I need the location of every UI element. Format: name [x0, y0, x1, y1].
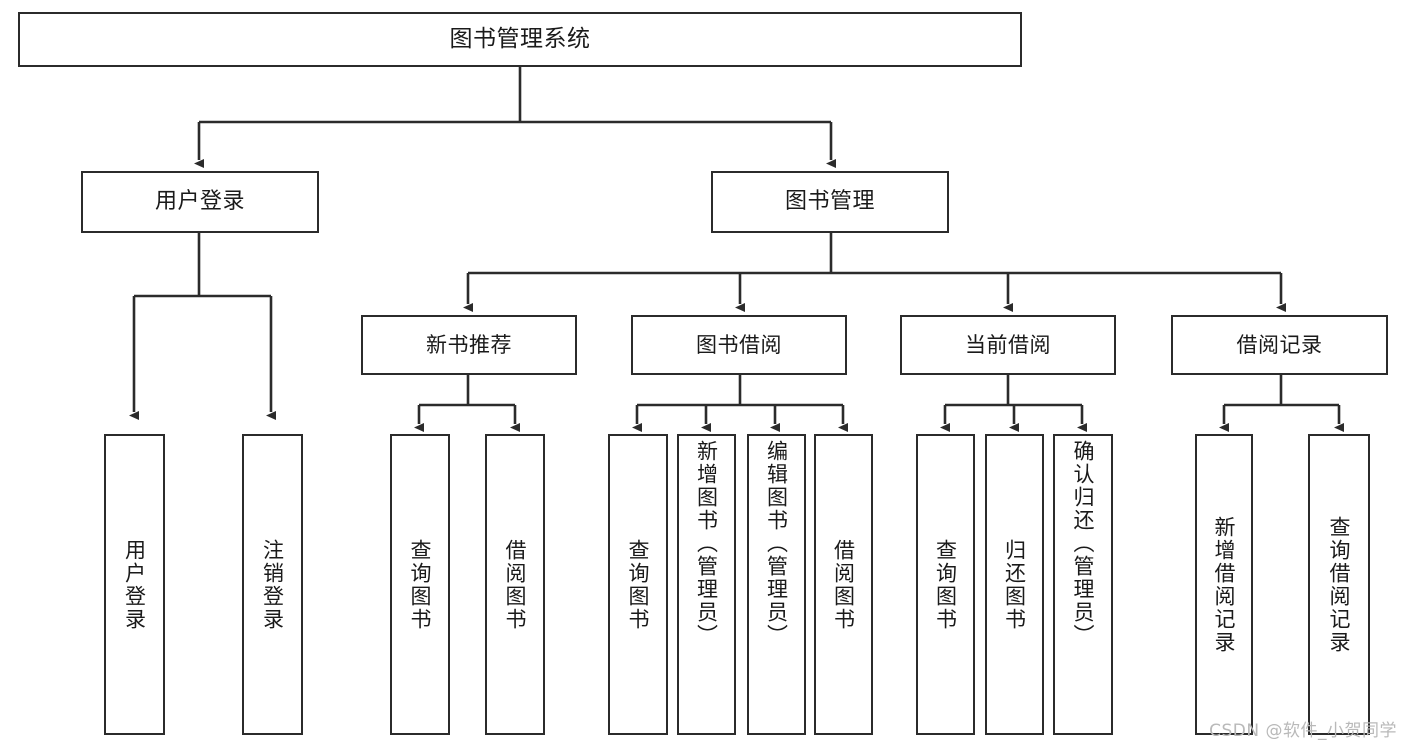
node-borrow-record-label: 借阅记录	[1236, 332, 1323, 357]
node-leaf-record-query[interactable]: 查询借阅记录	[1308, 434, 1370, 735]
node-book-borrow-label: 图书借阅	[696, 332, 782, 357]
node-leaf-record-add-label: 新增借阅记录	[1212, 515, 1237, 654]
node-leaf-new-book-borrow-label: 借阅图书	[503, 538, 528, 631]
node-new-book-recommend[interactable]: 新书推荐	[361, 315, 577, 375]
node-leaf-new-book-query-label: 查询图书	[408, 538, 433, 631]
node-leaf-new-book-borrow[interactable]: 借阅图书	[485, 434, 545, 735]
node-leaf-borrow-query-label: 查询图书	[626, 538, 651, 631]
node-leaf-borrow-add-book[interactable]: 新增图书（管理员）	[677, 434, 736, 735]
node-leaf-current-confirm-return-label: 确认归还（管理员）	[1071, 440, 1096, 647]
node-leaf-record-add[interactable]: 新增借阅记录	[1195, 434, 1253, 735]
node-new-book-recommend-label: 新书推荐	[426, 332, 512, 357]
node-root-system[interactable]: 图书管理系统	[18, 12, 1022, 67]
node-book-management-label: 图书管理	[784, 189, 875, 215]
node-leaf-current-confirm-return[interactable]: 确认归还（管理员）	[1053, 434, 1113, 735]
node-leaf-current-return[interactable]: 归还图书	[985, 434, 1044, 735]
node-leaf-borrow-edit-book[interactable]: 编辑图书（管理员）	[747, 434, 806, 735]
node-current-borrow-label: 当前借阅	[965, 332, 1051, 357]
node-leaf-borrow-edit-book-label: 编辑图书（管理员）	[764, 440, 789, 647]
node-leaf-user-login-logout[interactable]: 注销登录	[242, 434, 303, 735]
node-leaf-current-query-label: 查询图书	[933, 538, 958, 631]
node-leaf-record-query-label: 查询借阅记录	[1327, 515, 1352, 654]
node-user-login-label: 用户登录	[154, 189, 245, 215]
node-root-system-label: 图书管理系统	[449, 25, 591, 52]
node-leaf-current-query[interactable]: 查询图书	[916, 434, 975, 735]
node-leaf-user-login-login[interactable]: 用户登录	[104, 434, 165, 735]
node-leaf-new-book-query[interactable]: 查询图书	[390, 434, 450, 735]
node-leaf-borrow-query[interactable]: 查询图书	[608, 434, 668, 735]
node-leaf-borrow-borrow-book-label: 借阅图书	[831, 538, 856, 631]
csdn-watermark: CSDN @软件_小贺同学	[1209, 721, 1397, 741]
node-leaf-user-login-login-label: 用户登录	[122, 538, 147, 631]
node-leaf-current-return-label: 归还图书	[1002, 538, 1027, 631]
node-book-borrow[interactable]: 图书借阅	[631, 315, 847, 375]
node-leaf-user-login-logout-label: 注销登录	[260, 538, 285, 631]
node-current-borrow[interactable]: 当前借阅	[900, 315, 1116, 375]
node-leaf-borrow-borrow-book[interactable]: 借阅图书	[814, 434, 873, 735]
node-leaf-borrow-add-book-label: 新增图书（管理员）	[694, 440, 719, 647]
node-book-management[interactable]: 图书管理	[711, 171, 949, 233]
node-user-login[interactable]: 用户登录	[81, 171, 319, 233]
node-borrow-record[interactable]: 借阅记录	[1171, 315, 1388, 375]
